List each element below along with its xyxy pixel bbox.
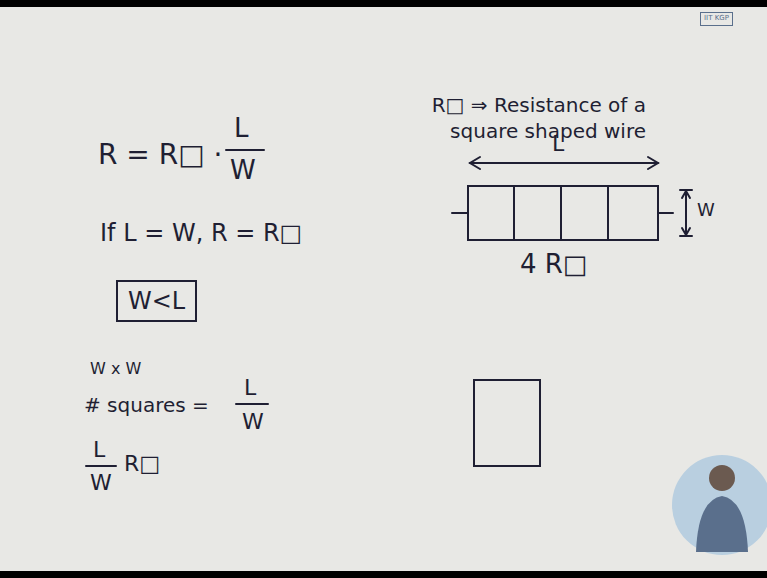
formula-text: R□ (124, 452, 160, 476)
length-dimension (470, 157, 658, 169)
formula-text: # squares = (84, 394, 209, 416)
box-text: W<L (128, 288, 185, 314)
fraction-line (236, 403, 268, 405)
definition-text: R□ ⇒ Resistance of a square shaped wire (368, 92, 646, 144)
fraction-numerator: L (244, 376, 256, 400)
fraction-denominator: W (242, 410, 264, 434)
wire-squares (452, 186, 673, 240)
width-dimension (680, 190, 692, 236)
fraction-line (86, 465, 116, 467)
fraction-line (226, 149, 264, 151)
speaker-inset (672, 455, 767, 555)
square-sketch (474, 380, 540, 466)
dimension-label: W (697, 200, 715, 220)
fraction-denominator: W (90, 471, 112, 495)
note-text: W x W (90, 360, 141, 378)
fraction-numerator: L (93, 438, 105, 462)
condition-box: W<L (116, 280, 197, 322)
fraction-denominator: W (230, 156, 256, 185)
fraction-numerator: L (234, 114, 249, 143)
resistance-value: 4 R□ (520, 250, 587, 279)
condition-text: If L = W, R = R□ (100, 220, 302, 246)
bottom-band (0, 571, 767, 578)
dimension-label: L (552, 132, 564, 156)
top-band (0, 0, 767, 7)
logo-box: IIT KGP (700, 12, 733, 26)
box-text: IIT KGP (704, 15, 729, 23)
formula-text: R = R□ · (98, 140, 222, 171)
